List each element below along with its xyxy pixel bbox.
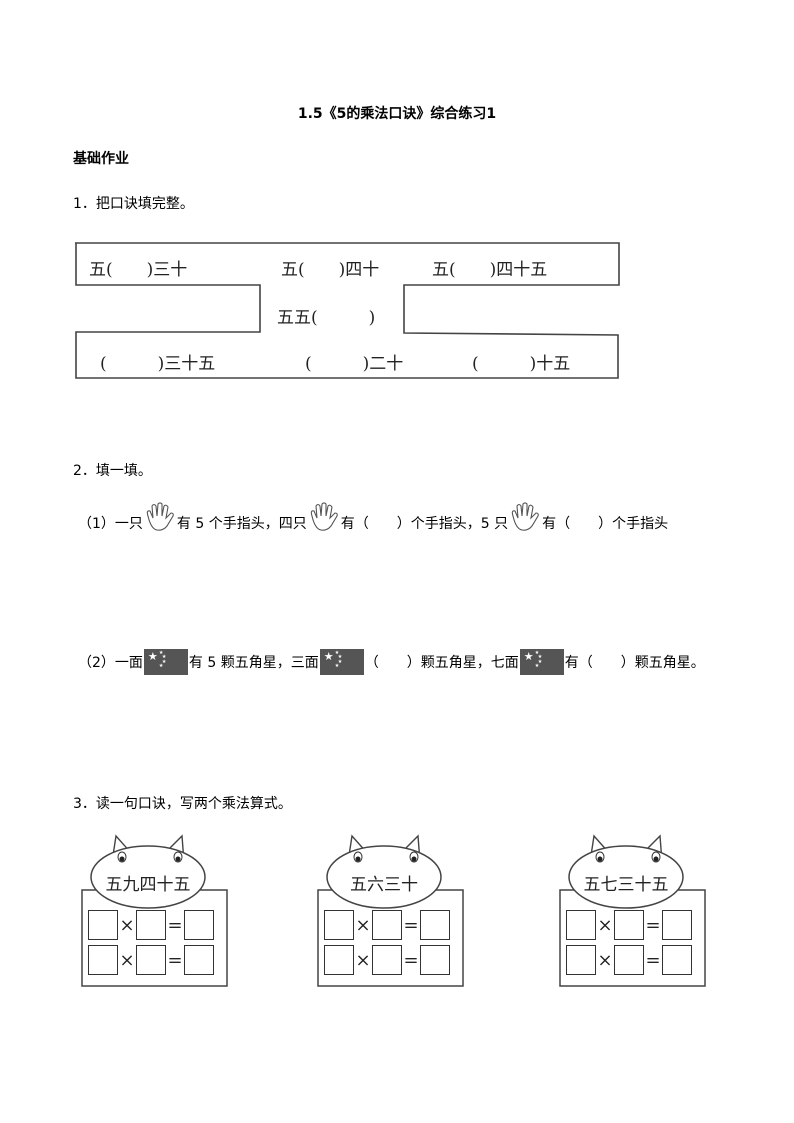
equals-sign: = xyxy=(645,914,661,936)
q1-bottom-1: ( )三十五 xyxy=(100,354,216,374)
q1-top-2: 五( )四十 xyxy=(281,260,380,280)
answer-box[interactable] xyxy=(420,945,450,975)
q1-top-3: 五( )四十五 xyxy=(432,260,548,280)
q2-1-text-b: 有 5 个手指头，四只 xyxy=(176,516,307,532)
card-rhyme: 五七三十五 xyxy=(583,875,669,895)
q2-1-text-c: 有（ ）个手指头，5 只 xyxy=(340,516,509,532)
multiplication-card: 五九四十五 ×= ×= xyxy=(80,832,230,990)
q1-bottom-3: ( )十五 xyxy=(472,354,571,374)
q1-middle: 五五( ) xyxy=(277,308,376,328)
card-rhyme: 五六三十 xyxy=(350,875,418,895)
equals-sign: = xyxy=(167,949,183,971)
equation-row: ×= xyxy=(566,910,692,940)
equals-sign: = xyxy=(645,949,661,971)
q2-2-text-b: 有 5 颗五角星，三面 xyxy=(188,655,319,671)
equals-sign: = xyxy=(167,914,183,936)
q1-frame xyxy=(75,242,620,379)
q2-2-text-d: 有（ ）颗五角星。 xyxy=(564,655,705,671)
answer-box[interactable] xyxy=(566,945,596,975)
times-sign: × xyxy=(119,914,135,936)
chinese-flag-icon: ★★★★★ xyxy=(519,649,564,675)
answer-box[interactable] xyxy=(136,910,166,940)
section-heading: 基础作业 xyxy=(73,151,129,167)
answer-box[interactable] xyxy=(420,910,450,940)
question-2-label: 2．填一填。 xyxy=(73,463,152,479)
equals-sign: = xyxy=(403,914,419,936)
answer-box[interactable] xyxy=(136,945,166,975)
q2-2-text-a: （2）一面 xyxy=(78,655,143,671)
answer-box[interactable] xyxy=(566,910,596,940)
answer-box[interactable] xyxy=(88,945,118,975)
answer-box[interactable] xyxy=(372,910,402,940)
q2-1-text-d: 有（ ）个手指头 xyxy=(542,516,669,532)
question-1-label: 1．把口诀填完整。 xyxy=(73,196,194,212)
q2-line-2: （2）一面 ★★★★★ 有 5 颗五角星，三面 ★★★★★ （ ）颗五角星，七面… xyxy=(78,649,705,675)
hand-icon xyxy=(310,502,338,531)
multiplication-card: 五六三十 ×= ×= xyxy=(316,832,466,990)
q1-top-1: 五( )三十 xyxy=(89,260,188,280)
hand-icon xyxy=(511,502,539,531)
times-sign: × xyxy=(597,949,613,971)
q2-1-text-a: （1）一只 xyxy=(78,516,143,532)
equation-row: ×= xyxy=(324,945,450,975)
q1-bottom-2: ( )二十 xyxy=(305,354,404,374)
equation-row: ×= xyxy=(324,910,450,940)
question-3-label: 3．读一句口诀，写两个乘法算式。 xyxy=(73,796,292,812)
times-sign: × xyxy=(119,949,135,971)
chinese-flag-icon: ★★★★★ xyxy=(143,649,188,675)
equation-row: ×= xyxy=(566,945,692,975)
answer-box[interactable] xyxy=(88,910,118,940)
equation-row: ×= xyxy=(88,945,214,975)
answer-box[interactable] xyxy=(324,945,354,975)
answer-box[interactable] xyxy=(614,910,644,940)
answer-box[interactable] xyxy=(372,945,402,975)
answer-box[interactable] xyxy=(662,910,692,940)
times-sign: × xyxy=(355,914,371,936)
answer-box[interactable] xyxy=(184,945,214,975)
multiplication-card: 五七三十五 ×= ×= xyxy=(558,832,708,990)
answer-box[interactable] xyxy=(614,945,644,975)
chinese-flag-icon: ★★★★★ xyxy=(319,649,364,675)
page-title: 1.5《5的乘法口诀》综合练习1 xyxy=(297,106,497,122)
times-sign: × xyxy=(597,914,613,936)
q2-2-text-c: （ ）颗五角星，七面 xyxy=(364,655,519,671)
answer-box[interactable] xyxy=(184,910,214,940)
equals-sign: = xyxy=(403,949,419,971)
answer-box[interactable] xyxy=(662,945,692,975)
q2-line-1: （1）一只 有 5 个手指头，四只 有（ ）个手指头，5 只 有（ ）个手指头 xyxy=(78,502,669,533)
card-rhyme: 五九四十五 xyxy=(105,875,191,895)
hand-icon xyxy=(146,502,174,531)
times-sign: × xyxy=(355,949,371,971)
answer-box[interactable] xyxy=(324,910,354,940)
equation-row: ×= xyxy=(88,910,214,940)
